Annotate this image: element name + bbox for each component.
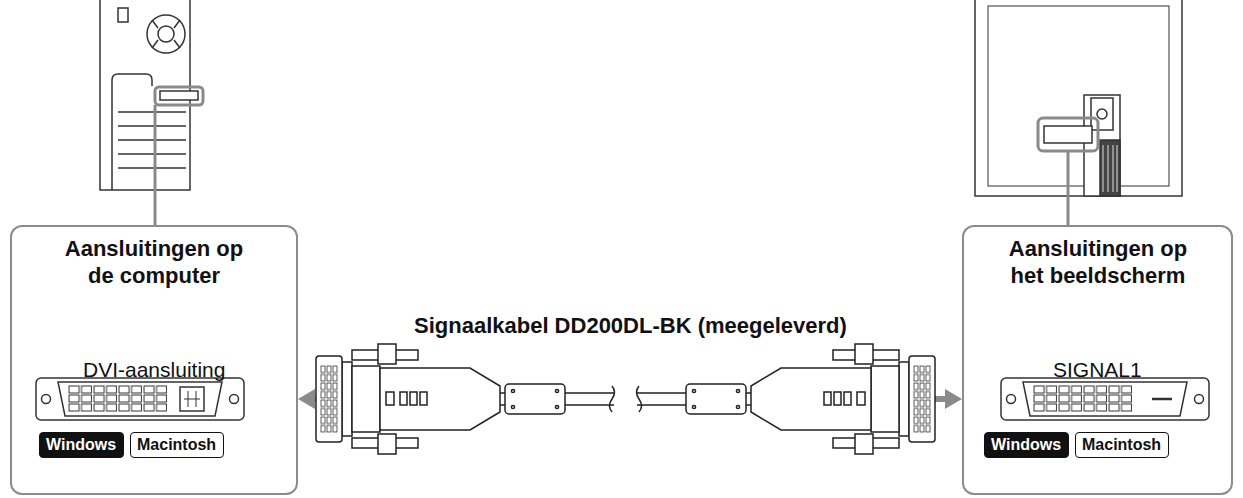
- dvi-port: [160, 91, 198, 100]
- stand-hinge: [1091, 98, 1113, 130]
- plug-mark: [420, 392, 427, 405]
- screw-head: [378, 434, 396, 454]
- os-label: Windows: [991, 435, 1061, 454]
- signal-cable: [316, 344, 935, 454]
- socket-cross-area: [180, 387, 204, 411]
- socket-shell: [58, 382, 222, 416]
- arrow-head: [298, 389, 315, 409]
- cable-plug: [316, 344, 615, 454]
- os-badge: Windows: [39, 432, 124, 458]
- socket-cross: [184, 391, 200, 407]
- ferrite-dot: [555, 389, 558, 392]
- computer-tower: [100, 0, 198, 190]
- tower-fan: [147, 15, 185, 53]
- screw-head: [378, 344, 396, 364]
- monitor-case: [975, 0, 1182, 196]
- os-label: Macintosh: [1082, 435, 1161, 454]
- ferrite-core: [505, 384, 565, 414]
- monitor-back: [975, 0, 1182, 196]
- stand-column: [1100, 140, 1120, 196]
- dvi-d-socket: [1001, 378, 1209, 420]
- stand-screw: [1097, 109, 1107, 119]
- tower-button: [118, 8, 128, 22]
- port-highlight: [1038, 118, 1098, 151]
- socket-screw: [1195, 395, 1204, 404]
- os-label: Windows: [46, 435, 116, 454]
- tower-panel: [112, 74, 152, 190]
- os-label: Macintosh: [137, 435, 216, 454]
- plug-mark: [410, 392, 417, 405]
- monitor-stand: [1084, 95, 1120, 196]
- plug-face: [316, 356, 342, 442]
- socket-blade: [1152, 398, 1172, 401]
- leader-line: [1067, 151, 1070, 225]
- ferrite-dot: [555, 405, 558, 408]
- plug-mark: [400, 392, 407, 405]
- connection-panel: Aansluitingen op de computerDVI-aansluit…: [10, 225, 298, 495]
- ferrite-dot: [511, 405, 514, 408]
- socket-plate: [1001, 378, 1209, 420]
- monitor-inner: [988, 6, 1169, 186]
- os-badge: Macintosh: [1075, 432, 1169, 458]
- socket-plate: [36, 378, 244, 420]
- cable-plug: [637, 344, 936, 454]
- panel-heading: Aansluitingen op het beeldscherm: [998, 235, 1198, 289]
- socket-screw: [1007, 395, 1016, 404]
- leader-line: [154, 105, 157, 225]
- monitor-port: [1044, 126, 1092, 143]
- socket-pins: [68, 385, 168, 412]
- connection-panel: Aansluitingen op het beeldschermSIGNAL1W…: [962, 225, 1233, 495]
- expansion-slots: [118, 112, 186, 168]
- socket-pins: [1033, 385, 1133, 412]
- arrow-head: [945, 389, 962, 409]
- port-name: DVI-aansluiting: [83, 357, 225, 382]
- plug-shell: [352, 366, 380, 432]
- cable-label: Signaalkabel DD200DL-BK (meegeleverd): [410, 313, 851, 339]
- plug-flange: [342, 362, 352, 436]
- stand-ribs: [1103, 145, 1117, 192]
- plug-pins: [320, 365, 338, 433]
- socket-screw: [230, 395, 239, 404]
- port-name: SIGNAL1: [1053, 357, 1142, 382]
- ferrite-dot: [511, 389, 514, 392]
- os-badge: Windows: [984, 432, 1069, 458]
- fan-blades: [152, 20, 180, 48]
- port-highlight: [155, 87, 203, 105]
- panel-heading: Aansluitingen op de computer: [54, 235, 254, 289]
- dvi-i-socket: [36, 378, 244, 420]
- plug-hood: [380, 368, 500, 430]
- os-badge: Macintosh: [130, 432, 224, 458]
- plug-mark: [386, 392, 394, 405]
- socket-shell: [1023, 382, 1187, 416]
- tower-fan-hub: [158, 26, 174, 42]
- socket-screw: [42, 395, 51, 404]
- cable-break: [610, 386, 615, 412]
